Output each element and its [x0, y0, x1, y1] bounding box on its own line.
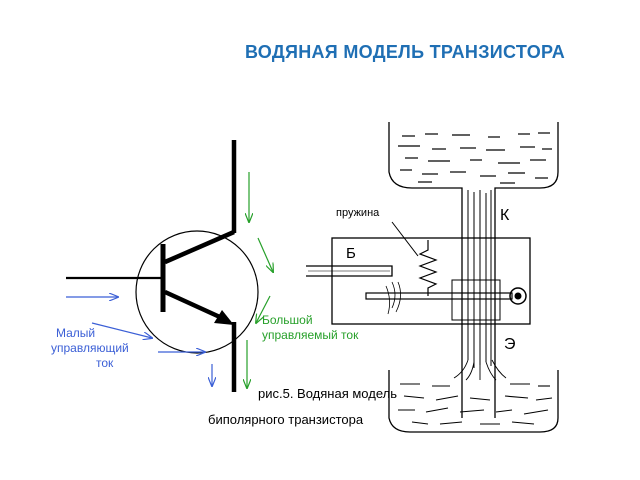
caption-line-1: рис.5. Водяная модель	[258, 386, 397, 401]
small-current-arrows	[66, 297, 212, 386]
emitter-diagonal	[164, 289, 223, 321]
spring-label: пружина	[336, 207, 380, 219]
valve-lever	[365, 292, 513, 300]
base-spray	[385, 281, 401, 315]
svg-text:Малый: Малый	[56, 326, 95, 340]
valve-flap	[451, 279, 501, 321]
upper-tank	[388, 122, 559, 418]
emitter-label: Э	[504, 336, 516, 353]
svg-text:управляющий: управляющий	[51, 341, 129, 355]
spring	[418, 240, 438, 296]
lever-pivot	[509, 287, 527, 305]
transistor-symbol	[66, 140, 259, 392]
pipe-water	[467, 190, 492, 368]
base-pipe	[306, 265, 393, 277]
base-label: Б	[346, 245, 356, 262]
caption-line-2: биполярного транзистора	[208, 412, 364, 427]
large-current-arrows	[247, 172, 273, 388]
collector-diagonal	[164, 229, 235, 265]
emitter-arrowhead	[214, 310, 234, 325]
spring-pointer	[391, 221, 419, 257]
svg-text:управляемый ток: управляемый ток	[262, 328, 359, 342]
slide-title: ВОДЯНАЯ МОДЕЛЬ ТРАНЗИСТОРА	[244, 42, 566, 62]
large-current-label: Большой управляемый ток	[262, 313, 359, 342]
small-current-label: Малый управляющий ток	[51, 326, 129, 370]
upper-water	[398, 132, 552, 184]
svg-text:ток: ток	[96, 356, 114, 370]
emitter-stream	[453, 359, 507, 381]
lower-water	[398, 383, 553, 425]
svg-text:Большой: Большой	[262, 313, 313, 327]
base-body	[331, 237, 531, 325]
lower-tank	[388, 370, 559, 433]
water-model	[306, 122, 559, 433]
collector-label: К	[500, 207, 510, 224]
